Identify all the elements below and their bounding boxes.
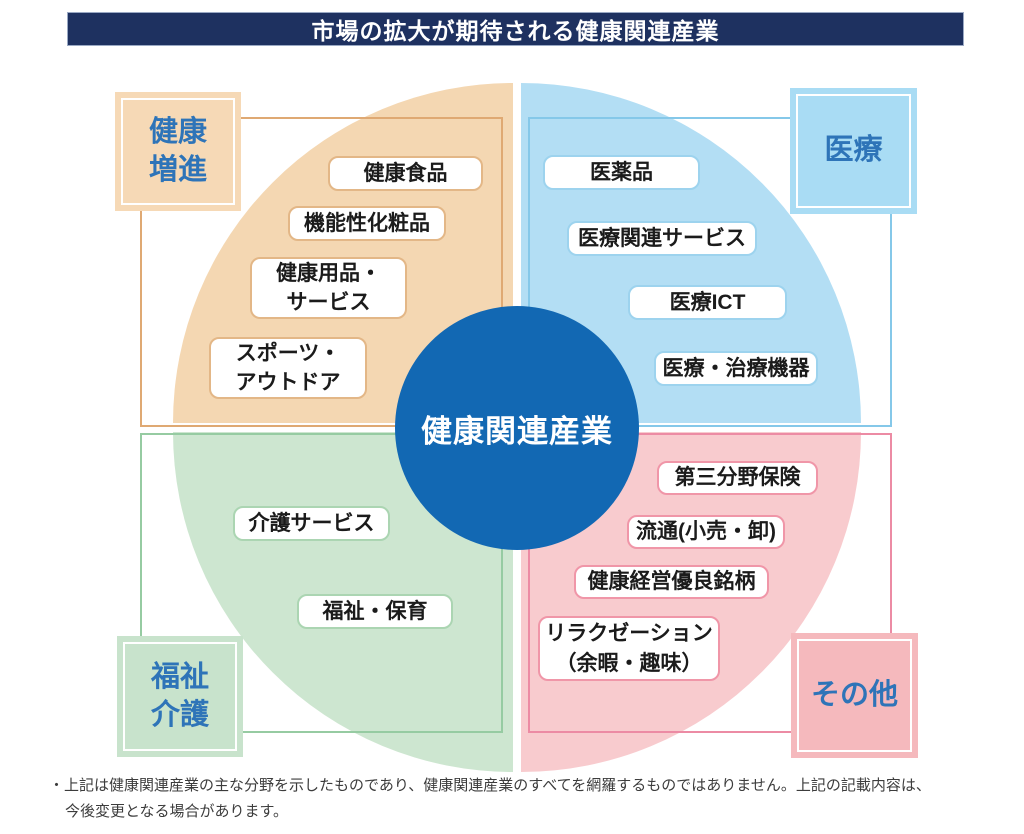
industry-item-medical-devices: 医療・治療機器	[654, 351, 818, 386]
quadrant-label-welfare-care: 福祉 介護	[117, 636, 243, 757]
industry-item-pharmaceuticals: 医薬品	[543, 155, 700, 190]
industry-item-medical-ict: 医療ICT	[628, 285, 787, 320]
quadrant-outline-health-promotion	[140, 117, 503, 427]
quadrant-label-health-promotion: 健康 増進	[115, 92, 241, 211]
industry-item-nursing-care-service: 介護サービス	[233, 506, 390, 541]
industry-item-health-food: 健康食品	[328, 156, 483, 191]
center-circle-label: 健康関連産業	[395, 306, 639, 550]
quadrant-outline-others	[528, 433, 892, 733]
quadrant-outline-medical	[528, 117, 892, 427]
industry-item-welfare-childcare: 福祉・保育	[297, 594, 453, 629]
industry-item-functional-cosmetics: 機能性化粧品	[288, 206, 446, 241]
industry-item-distribution-retail: 流通(小売・卸)	[627, 515, 785, 549]
industry-item-third-sector-insurance: 第三分野保険	[657, 461, 818, 495]
quadrant-outline-welfare-care	[140, 433, 503, 733]
industry-item-health-management-brands: 健康経営優良銘柄	[574, 565, 769, 599]
page-title: 市場の拡大が期待される健康関連産業	[67, 12, 964, 46]
industry-item-relaxation-leisure: リラクゼーション （余暇・趣味）	[538, 616, 720, 681]
quadrant-label-others: その他	[791, 633, 918, 758]
quadrant-label-medical: 医療	[790, 88, 917, 214]
health-industry-diagram: 健康 増進 医療 福祉 介護 その他 健康食品 機能性化粧品 健康用品・ サービ…	[115, 83, 918, 772]
industry-item-sports-outdoor: スポーツ・ アウトドア	[209, 337, 367, 399]
industry-item-health-goods-services: 健康用品・ サービス	[250, 257, 407, 319]
footnote: ・上記は健康関連産業の主な分野を示したものであり、健康関連産業のすべてを網羅する…	[49, 777, 931, 821]
industry-item-medical-services: 医療関連サービス	[567, 221, 757, 256]
